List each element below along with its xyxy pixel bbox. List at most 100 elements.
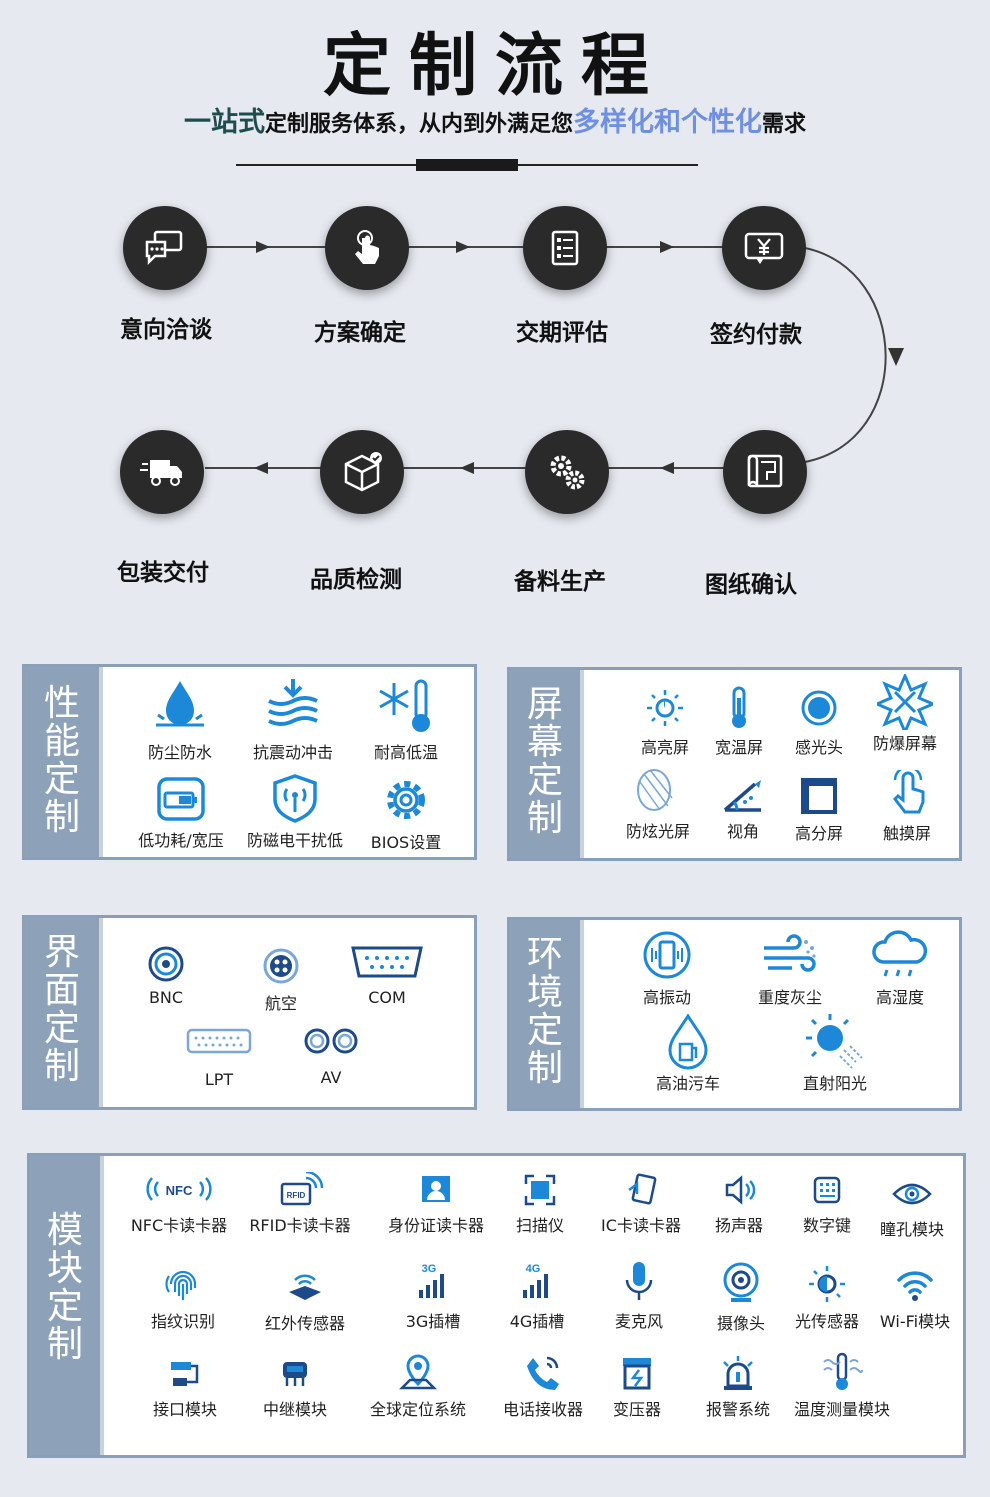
- sun-rays-icon: [806, 1014, 863, 1069]
- feature-explosion-proof: 防爆屏幕: [860, 674, 950, 754]
- transformer-icon: [623, 1358, 651, 1390]
- shield-signal-icon: [273, 774, 317, 823]
- step-label-delivery-eval: 交期评估: [516, 320, 608, 346]
- module-ic-card: IC卡读卡器: [590, 1172, 692, 1236]
- step-node-intent[interactable]: [123, 206, 207, 290]
- 3g-icon-text: 3G: [422, 1263, 437, 1275]
- module-temperature: 温度测量模块: [784, 1352, 900, 1420]
- phone-icon: [527, 1356, 559, 1390]
- burst-icon: [877, 674, 933, 730]
- module-4g: 4G 4G插槽: [500, 1260, 574, 1332]
- gears-icon: [550, 455, 585, 490]
- fingerprint-icon: [165, 1270, 197, 1300]
- step-label-production: 备料生产: [514, 569, 606, 595]
- location-pin-icon: [398, 1354, 438, 1390]
- water-drop-icon: [156, 681, 204, 727]
- feature-shockproof: 抗震动冲击: [243, 677, 343, 763]
- module-transformer: 变压器: [602, 1354, 672, 1420]
- light-sensor-icon: [809, 1266, 845, 1302]
- step-label-plan: 方案确定: [314, 320, 406, 346]
- eye-icon: [892, 1183, 932, 1205]
- 3g-signal-icon: 3G: [419, 1263, 444, 1298]
- step-node-package[interactable]: [120, 430, 204, 514]
- module-camera: 摄像头: [702, 1260, 780, 1334]
- module-panel-title: 模 块 定 制: [30, 1156, 104, 1455]
- connector-icon: [171, 1362, 199, 1386]
- module-alarm: 报警系统: [694, 1354, 782, 1420]
- module-fingerprint: 指纹识别: [140, 1264, 226, 1332]
- speaker-icon: [725, 1175, 756, 1205]
- env-vibration: 高振动: [632, 930, 702, 1008]
- shock-icon: [268, 679, 318, 726]
- bnc-port-icon: [148, 946, 184, 982]
- subtitle-tail: 需求: [762, 112, 807, 137]
- step-label-drawing: 图纸确认: [705, 572, 797, 598]
- step-label-package: 包装交付: [117, 560, 209, 586]
- module-infrared: 红外传感器: [250, 1266, 360, 1334]
- thermometer-icon: [732, 686, 746, 728]
- chat-icon: [145, 230, 183, 266]
- subtitle-highlight-onestop: 一站式: [183, 107, 265, 138]
- step-node-delivery-eval[interactable]: [523, 206, 607, 290]
- interface-panel-title: 界 面 定 制: [25, 918, 103, 1107]
- av-port-icon: [304, 1028, 358, 1054]
- infrared-sensor-icon: [289, 1274, 321, 1300]
- nfc-icon-text: NFC: [166, 1183, 193, 1198]
- step-node-payment[interactable]: [722, 206, 806, 290]
- port-bnc: BNC: [137, 944, 195, 1007]
- port-av: AV: [299, 1024, 363, 1087]
- interface-panel: 界 面 定 制 BNC 航空 COM LPT AV: [22, 915, 477, 1110]
- module-speaker: 扬声器: [702, 1172, 776, 1236]
- step-node-drawing[interactable]: [723, 430, 807, 514]
- environment-panel-title: 环 境 定 制: [510, 920, 584, 1108]
- step-label-quality: 品质检测: [310, 567, 402, 593]
- module-3g: 3G 3G插槽: [396, 1260, 470, 1332]
- step-node-production[interactable]: [525, 430, 609, 514]
- subtitle-highlight-diverse: 多样化和个性化: [573, 107, 762, 138]
- port-lpt: LPT: [175, 1026, 263, 1089]
- env-dust: 重度灰尘: [750, 934, 830, 1008]
- document-icon: [551, 230, 579, 266]
- webcam-icon: [723, 1262, 759, 1302]
- step-node-plan[interactable]: [325, 206, 409, 290]
- module-interface: 接口模块: [142, 1356, 228, 1420]
- module-gps: 全球定位系统: [360, 1352, 476, 1420]
- 4g-icon-text: 4G: [526, 1263, 541, 1275]
- subtitle-text: 定制服务体系，从内到外满足您: [264, 112, 573, 137]
- feature-low-power: 低功耗/宽压: [125, 773, 237, 851]
- temperature-sensor-icon: [823, 1352, 863, 1390]
- feature-high-resolution: 高分屏: [784, 776, 854, 844]
- module-nfc: NFC NFC卡读卡器: [122, 1172, 236, 1236]
- module-microphone: 麦克风: [604, 1260, 674, 1332]
- arrow-right-icon: [456, 241, 470, 253]
- lpt-port-icon: [186, 1028, 252, 1054]
- environment-panel: 环 境 定 制 高振动 重度灰尘 高湿度 高油污车 直射阳光: [507, 917, 962, 1111]
- step-node-quality[interactable]: [320, 430, 404, 514]
- tap-icon: [893, 770, 925, 814]
- port-com: COM: [347, 940, 427, 1007]
- arrow-left-icon: [460, 462, 474, 474]
- rfid-icon-text: RFID: [287, 1191, 306, 1200]
- screen-panel-title: 屏 幕 定 制: [510, 670, 584, 858]
- alarm-siren-icon: [723, 1356, 753, 1390]
- feature-view-angle: 视角: [714, 776, 772, 842]
- module-id-card: 身份证读卡器: [378, 1172, 494, 1236]
- module-wifi: Wi-Fi模块: [872, 1266, 958, 1332]
- battery-icon: [157, 777, 205, 821]
- touch-icon: [355, 230, 379, 264]
- module-phone-receiver: 电话接收器: [488, 1352, 598, 1420]
- box-check-icon: [344, 452, 382, 492]
- screen-panel: 屏 幕 定 制 高亮屏 宽温屏 感光头 防爆屏幕 防炫光屏 视角 高分屏 触摸屏: [507, 667, 962, 861]
- resolution-icon: [801, 778, 837, 814]
- port-aviation: 航空: [253, 946, 309, 1014]
- module-light-sensor: 光传感器: [782, 1264, 872, 1332]
- scanner-icon: [524, 1174, 556, 1206]
- env-humidity: 高湿度: [860, 930, 940, 1008]
- feature-bios: BIOS设置: [361, 775, 451, 853]
- performance-panel: 性 能 定 制 防尘防水 抗震动冲击 耐高低温 低功耗/宽压 防磁电干扰低 BI…: [22, 664, 477, 860]
- sun-icon: [647, 690, 683, 726]
- module-scanner: 扫描仪: [500, 1172, 580, 1236]
- env-oil: 高油污车: [648, 1014, 728, 1094]
- step-label-intent: 意向洽谈: [120, 317, 212, 343]
- flow-curve-connector: [804, 247, 904, 463]
